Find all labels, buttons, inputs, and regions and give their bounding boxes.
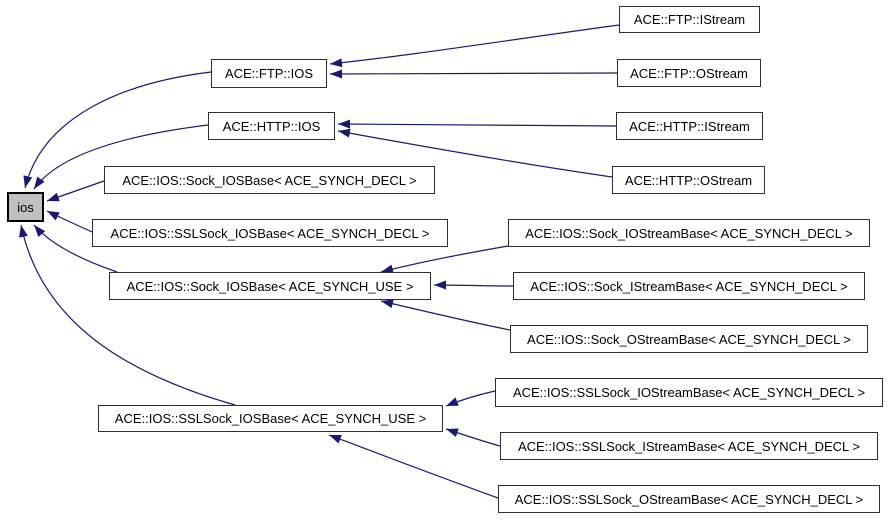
node-ace-ftp-ios[interactable]: ACE::FTP::IOS [211,59,327,88]
edge-ace-ftp-istream--ace-ftp-ios [329,24,620,68]
edge-group [19,24,620,499]
edge-ace-ios-sslsock-iostreambase-decl--ace-ios-sslsock-iosbase-use [445,390,496,407]
node-ace-ios-sock-ostreambase-decl[interactable]: ACE::IOS::Sock_OStreamBase< ACE_SYNCH_DE… [510,325,868,353]
node-ace-ios-sslsock-iosbase-decl[interactable]: ACE::IOS::SSLSock_IOSBase< ACE_SYNCH_DEC… [92,219,448,247]
edge-ace-ios-sslsock-iosbase-decl--ios [46,210,93,233]
node-ios: ios [7,192,44,222]
edge-ace-ios-sslsock-iosbase-use--ios [19,224,236,406]
node-ace-http-ios[interactable]: ACE::HTTP::IOS [208,112,335,140]
node-ace-ios-sslsock-istreambase-decl[interactable]: ACE::IOS::SSLSock_IStreamBase< ACE_SYNCH… [500,432,878,460]
edge-ace-ios-sock-iosbase-use--ios [33,224,118,273]
edge-ace-ftp-ios--ios [23,71,212,189]
node-ace-ios-sock-iosbase-decl[interactable]: ACE::IOS::Sock_IOSBase< ACE_SYNCH_DECL > [104,166,435,194]
edge-ace-ios-sslsock-ostreambase-decl--ace-ios-sslsock-iosbase-use [328,434,499,499]
edge-ace-http-ios--ios [33,124,209,190]
node-ace-ftp-ostream[interactable]: ACE::FTP::OStream [617,59,761,87]
edge-ace-http-istream--ace-http-ios [337,119,617,129]
edge-ace-ios-sock-istreambase-decl--ace-ios-sock-iosbase-use [433,280,514,290]
edge-ace-ios-sock-ostreambase-decl--ace-ios-sock-iosbase-use [380,299,511,331]
node-ace-ios-sock-iostreambase-decl[interactable]: ACE::IOS::Sock_IOStreamBase< ACE_SYNCH_D… [508,219,870,247]
edge-ace-ftp-ostream--ace-ftp-ios [329,69,618,79]
edge-ace-ios-sock-iostreambase-decl--ace-ios-sock-iosbase-use [380,245,509,274]
node-ace-ftp-istream[interactable]: ACE::FTP::IStream [619,6,760,33]
edge-ace-ios-sock-iosbase-decl--ios [46,180,105,202]
node-ace-ios-sslsock-iostreambase-decl[interactable]: ACE::IOS::SSLSock_IOStreamBase< ACE_SYNC… [495,378,883,407]
node-ace-ios-sslsock-ostreambase-decl[interactable]: ACE::IOS::SSLSock_OStreamBase< ACE_SYNCH… [498,485,880,513]
node-ace-ios-sock-iosbase-use[interactable]: ACE::IOS::Sock_IOSBase< ACE_SYNCH_USE > [109,272,431,300]
node-ace-http-istream[interactable]: ACE::HTTP::IStream [616,112,763,140]
edge-ace-ios-sslsock-istreambase-decl--ace-ios-sslsock-iosbase-use [445,428,501,447]
edge-ace-http-ostream--ace-http-ios [337,128,613,178]
node-ace-ios-sock-istreambase-decl[interactable]: ACE::IOS::Sock_IStreamBase< ACE_SYNCH_DE… [513,272,865,300]
node-ace-http-ostream[interactable]: ACE::HTTP::OStream [612,166,765,194]
node-ace-ios-sslsock-iosbase-use[interactable]: ACE::IOS::SSLSock_IOSBase< ACE_SYNCH_USE… [98,405,443,432]
